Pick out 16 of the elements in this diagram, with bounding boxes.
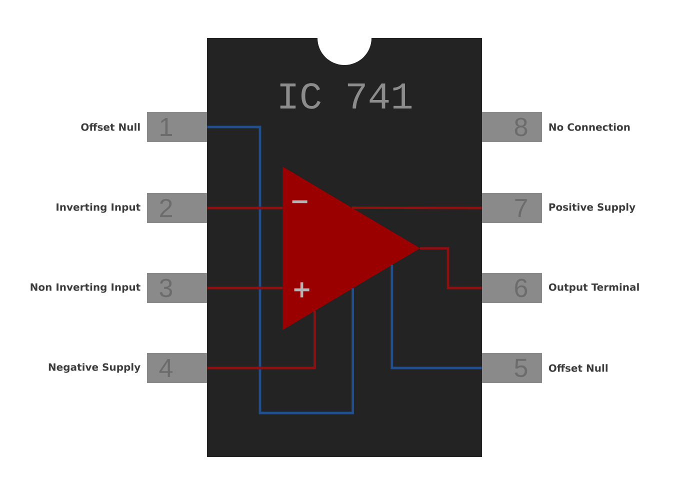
trace	[207, 310, 316, 370]
pin-label: Non Inverting Input	[30, 283, 140, 293]
pin-label: Output Terminal	[548, 283, 639, 293]
pin-label: No Connection	[549, 123, 630, 131]
trace	[207, 126, 354, 414]
trace	[207, 286, 283, 290]
trace	[352, 206, 482, 210]
pin-label: Inverting Input	[56, 203, 140, 213]
pin-label: Offset Null	[81, 123, 140, 131]
trace	[420, 247, 482, 290]
pin-label: Positive Supply	[549, 203, 636, 213]
pin-label: Offset Null	[548, 364, 608, 372]
trace	[390, 265, 482, 370]
pin-label: Negative Supply	[48, 363, 140, 373]
trace	[207, 206, 283, 210]
op-amp-triangle: − +	[282, 166, 420, 330]
